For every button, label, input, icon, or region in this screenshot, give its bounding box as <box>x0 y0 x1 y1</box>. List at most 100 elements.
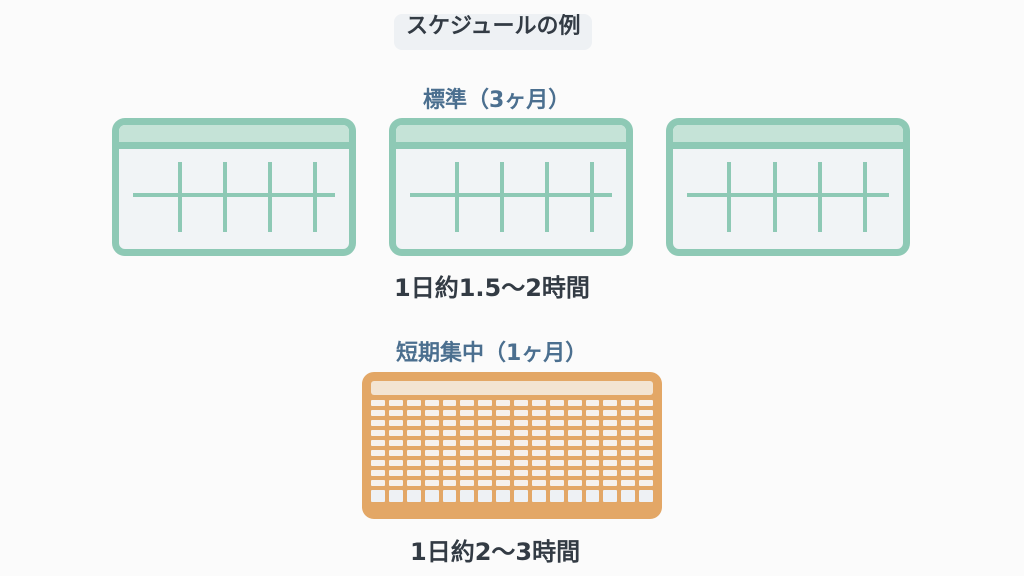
calendar-cell <box>406 480 421 486</box>
calendar-cell <box>371 410 385 416</box>
calendar-cell <box>639 430 653 436</box>
calendar-cell <box>567 490 582 502</box>
calendar-cell <box>585 400 600 406</box>
calendar-cell <box>442 430 457 436</box>
calendar-cell <box>639 460 653 466</box>
calendar-cell <box>388 400 403 406</box>
title-badge: スケジュールの例 <box>394 14 593 50</box>
calendar-cell <box>442 460 457 466</box>
calendar-cell <box>621 450 636 456</box>
calendar-cell <box>388 450 403 456</box>
calendar-cell <box>531 410 546 416</box>
calendar-cell <box>585 440 600 446</box>
calendar-cell <box>514 420 528 426</box>
calendar-cell <box>603 400 618 406</box>
calendar-cell <box>496 450 510 456</box>
calendar-cell <box>424 440 439 446</box>
calendar-cell <box>531 420 546 426</box>
calendar-cell <box>460 460 475 466</box>
calendar-cell <box>371 460 385 466</box>
calendar-cell <box>371 470 385 476</box>
calendar-cell <box>460 480 475 486</box>
calendar-cell <box>639 420 653 426</box>
calendar-cell <box>496 430 510 436</box>
calendar-cell <box>549 400 564 406</box>
calendar-cell <box>388 430 403 436</box>
calendar-cell <box>531 440 546 446</box>
calendar-cell <box>531 480 546 486</box>
calendar-cell <box>478 430 493 436</box>
calendar-cell <box>603 460 618 466</box>
calendar-cell <box>460 440 475 446</box>
calendar-cell <box>567 410 582 416</box>
calendar-cell <box>603 440 618 446</box>
calendar-cell <box>531 450 546 456</box>
calendar-cell <box>460 400 475 406</box>
calendar-cell <box>603 410 618 416</box>
calendar-cell <box>603 430 618 436</box>
calendar-cell <box>621 410 636 416</box>
calendar-cell <box>442 480 457 486</box>
calendar-cell <box>424 410 439 416</box>
calendar-cell <box>406 440 421 446</box>
calendar-cell <box>406 470 421 476</box>
calendar-cell <box>567 430 582 436</box>
calendar-cell <box>460 450 475 456</box>
calendar-cell <box>460 410 475 416</box>
calendar-cell <box>621 430 636 436</box>
standard-plan-label: 標準（3ヶ月） <box>423 88 571 113</box>
calendar-cell <box>639 470 653 476</box>
calendar-cell <box>514 460 528 466</box>
calendar-cell <box>442 440 457 446</box>
calendar-cell <box>388 470 403 476</box>
calendar-cell <box>514 430 528 436</box>
calendar-cell <box>621 440 636 446</box>
calendar-cell <box>388 440 403 446</box>
calendar-cell <box>424 490 439 502</box>
calendar-cell <box>496 400 510 406</box>
calendar-cell <box>549 420 564 426</box>
calendar-cell <box>406 490 421 502</box>
calendar-cell <box>531 460 546 466</box>
calendar-cell <box>603 470 618 476</box>
calendar-cell <box>639 480 653 486</box>
calendar-icon <box>112 118 356 256</box>
calendar-cell <box>514 400 528 406</box>
calendar-cell <box>531 490 546 502</box>
calendar-cell <box>496 490 510 502</box>
calendar-cell <box>460 470 475 476</box>
calendar-cell <box>478 470 493 476</box>
calendar-cell <box>371 490 385 502</box>
calendar-cell <box>496 440 510 446</box>
calendar-cell <box>442 490 457 502</box>
calendar-cell <box>621 470 636 476</box>
calendar-cell <box>514 440 528 446</box>
calendar-cell <box>478 480 493 486</box>
calendar-cell <box>621 460 636 466</box>
calendar-cell <box>639 450 653 456</box>
calendar-cell <box>585 460 600 466</box>
calendar-cell <box>406 450 421 456</box>
calendar-cell <box>442 400 457 406</box>
calendar-cell <box>424 480 439 486</box>
calendar-cell <box>531 430 546 436</box>
calendar-cell <box>621 480 636 486</box>
calendar-cell <box>388 490 403 502</box>
calendar-cell <box>424 460 439 466</box>
calendar-cell <box>549 430 564 436</box>
calendar-cell <box>496 410 510 416</box>
calendar-cell <box>478 410 493 416</box>
calendar-cell <box>621 400 636 406</box>
calendar-cell <box>424 400 439 406</box>
calendar-cell <box>424 430 439 436</box>
calendar-cell <box>442 410 457 416</box>
calendar-cell <box>424 450 439 456</box>
calendar-cell <box>406 460 421 466</box>
calendar-cell <box>621 490 636 502</box>
intensive-hours-label: 1日約2〜3時間 <box>410 538 581 566</box>
calendar-cell <box>567 400 582 406</box>
calendar-cell <box>567 450 582 456</box>
intensive-plan-label: 短期集中（1ヶ月） <box>396 341 588 366</box>
calendar-cell <box>514 480 528 486</box>
calendar-cell <box>406 420 421 426</box>
